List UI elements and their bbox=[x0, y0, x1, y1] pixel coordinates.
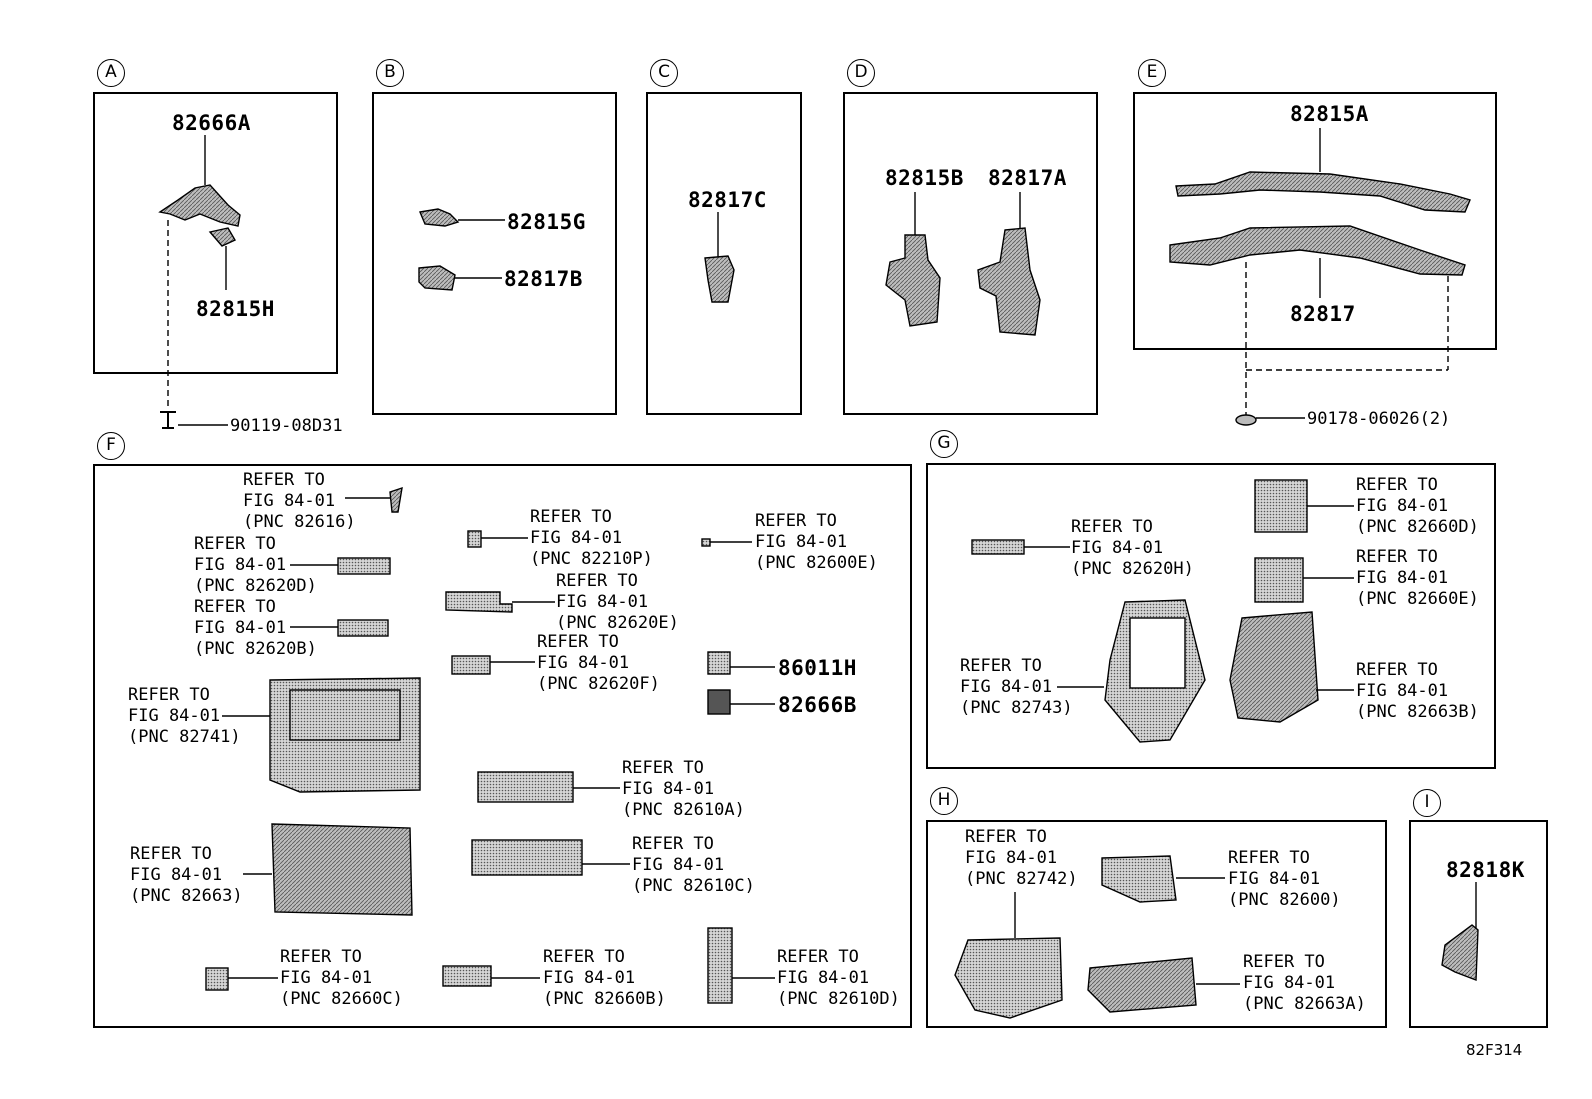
part-90119-08d31: 90119-08D31 bbox=[230, 416, 343, 436]
part-82818k: 82818K bbox=[1446, 858, 1525, 882]
section-c-box bbox=[646, 92, 802, 415]
section-e-box bbox=[1133, 92, 1497, 350]
section-label-e: E bbox=[1138, 59, 1166, 87]
section-g-box bbox=[926, 463, 1496, 769]
part-90178-06026: 90178-06026(2) bbox=[1307, 409, 1451, 429]
part-86011h: 86011H bbox=[778, 656, 857, 680]
part-82817a: 82817A bbox=[988, 166, 1067, 190]
part-82666b: 82666B bbox=[778, 693, 857, 717]
section-label-a: A bbox=[97, 59, 125, 87]
part-82817c: 82817C bbox=[688, 188, 767, 212]
section-label-g: G bbox=[930, 430, 958, 458]
section-label-i: I bbox=[1413, 789, 1441, 817]
figure-code: 82F314 bbox=[1466, 1041, 1523, 1059]
section-d-box bbox=[843, 92, 1098, 415]
part-82815h: 82815H bbox=[196, 297, 275, 321]
section-h-box bbox=[926, 820, 1387, 1028]
part-82817b: 82817B bbox=[504, 267, 583, 291]
section-a-box bbox=[93, 92, 338, 374]
section-label-b: B bbox=[376, 59, 404, 87]
section-label-h: H bbox=[930, 787, 958, 815]
section-i-box bbox=[1409, 820, 1548, 1028]
part-82666a: 82666A bbox=[172, 111, 251, 135]
section-label-d: D bbox=[847, 59, 875, 87]
part-82815g: 82815G bbox=[507, 210, 586, 234]
section-label-c: C bbox=[650, 59, 678, 87]
section-f-box bbox=[93, 464, 912, 1028]
section-label-f: F bbox=[97, 432, 125, 460]
part-82815b: 82815B bbox=[885, 166, 964, 190]
part-82815a: 82815A bbox=[1290, 102, 1369, 126]
section-b-box bbox=[372, 92, 617, 415]
part-82817: 82817 bbox=[1290, 302, 1356, 326]
